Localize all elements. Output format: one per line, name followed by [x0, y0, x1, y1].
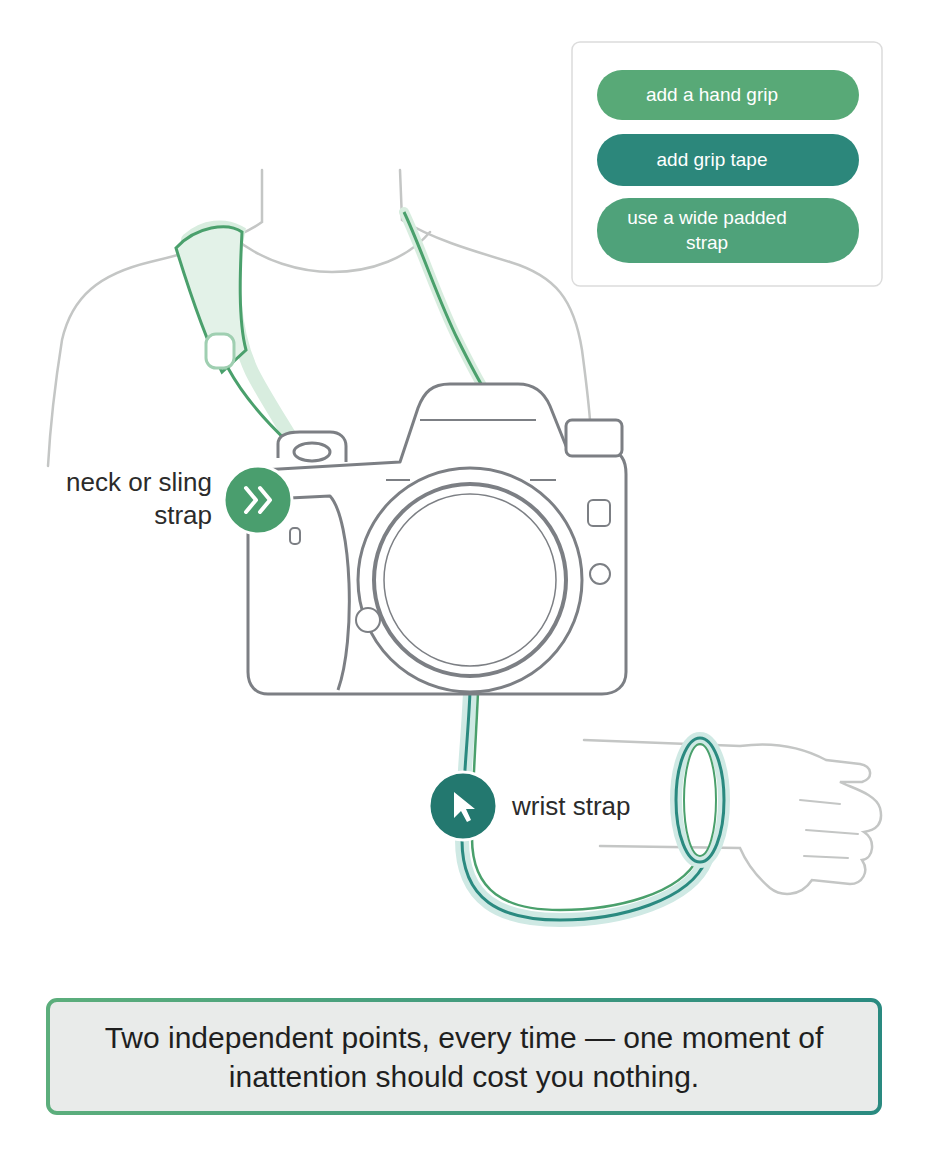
- tip-pill: add a hand grip: [597, 70, 859, 120]
- caption-text: Two independent points, every time — one…: [74, 1018, 854, 1096]
- caption-banner-frame: [48, 1000, 880, 1113]
- tips-panel: [572, 42, 882, 286]
- tip-pill: use a wide padded strap: [597, 198, 859, 263]
- tip-text: add grip tape: [617, 148, 807, 173]
- caption-banner: Two independent points, every time — one…: [54, 1006, 874, 1107]
- tip-text: use a wide padded strap: [617, 206, 797, 255]
- wrist-badge-icon: [429, 772, 497, 840]
- tip-pill: add grip tape: [597, 134, 859, 186]
- neck-badge-icon: [224, 466, 292, 534]
- strap-label: neck or sling strap: [40, 466, 212, 531]
- camera-body: [248, 384, 626, 694]
- wrist-strap: [462, 692, 706, 920]
- strap-label: wrist strap: [512, 790, 662, 823]
- tip-text: add a hand grip: [617, 83, 807, 108]
- wrist-loop: [676, 738, 724, 862]
